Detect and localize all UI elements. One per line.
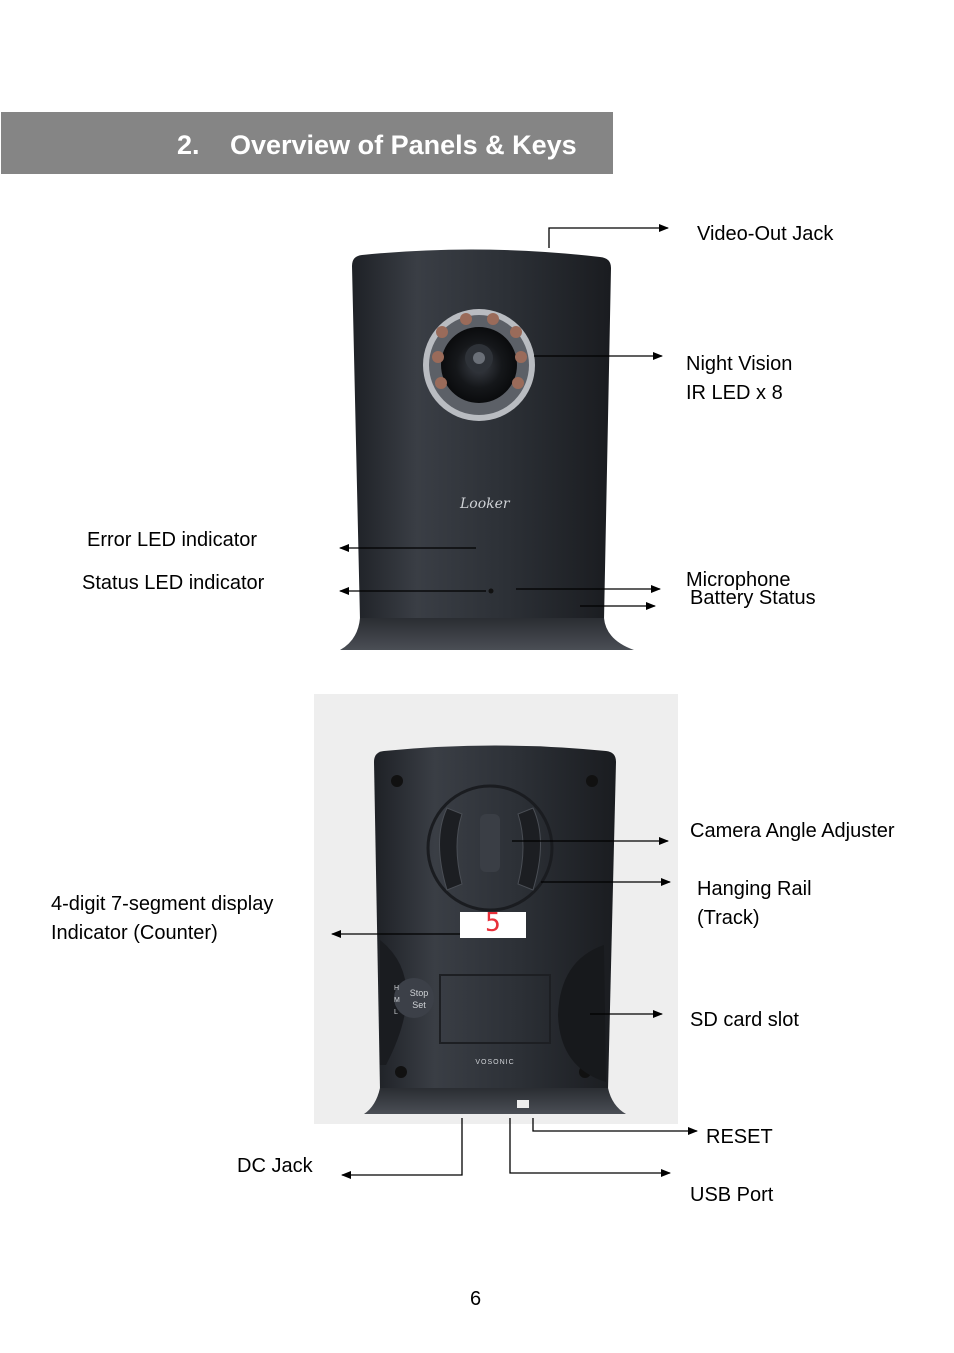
callout-lines <box>331 224 698 1179</box>
section-title-bar: 2. Overview of Panels & Keys <box>1 112 613 174</box>
usb-port-label: USB Port <box>690 1184 774 1206</box>
front-camera-image <box>340 249 634 650</box>
counter-indicator-label: Indicator (Counter) <box>51 922 218 944</box>
m-mode-label: M <box>394 997 400 1004</box>
sd-card-slot-label: SD card slot <box>690 1009 799 1031</box>
hanging-rail-label: Hanging Rail <box>697 878 812 900</box>
stop-button-label: Stop <box>410 988 429 998</box>
microphone-label: Microphone <box>686 569 791 591</box>
track-label: (Track) <box>697 907 760 929</box>
dc-jack-label: DC Jack <box>237 1155 313 1177</box>
status-led-label: Status LED indicator <box>82 572 265 594</box>
set-button-label: Set <box>412 1000 426 1010</box>
page-number: 6 <box>470 1288 482 1310</box>
battery-status-label: Battery Status <box>690 587 816 609</box>
error-led-label: Error LED indicator <box>87 529 258 551</box>
ir-led-count-label: IR LED x 8 <box>686 382 783 404</box>
h-mode-label: H <box>394 985 399 992</box>
video-out-jack-label: Video-Out Jack <box>697 223 834 245</box>
front-brand-logo: Looker <box>459 496 511 512</box>
section-number: 2. <box>177 130 200 160</box>
segment-display-label: 4-digit 7-segment display <box>51 893 274 915</box>
reset-label: RESET <box>706 1126 773 1148</box>
section-title: Overview of Panels & Keys <box>230 130 577 160</box>
night-vision-label: Night Vision <box>686 353 793 375</box>
camera-angle-adjuster-label: Camera Angle Adjuster <box>690 820 895 842</box>
back-camera-image <box>314 694 678 1124</box>
l-mode-label: L <box>394 1009 398 1016</box>
back-brand-logo: VOSONIC <box>475 1059 514 1066</box>
segment-display-value: 5 <box>485 908 501 938</box>
